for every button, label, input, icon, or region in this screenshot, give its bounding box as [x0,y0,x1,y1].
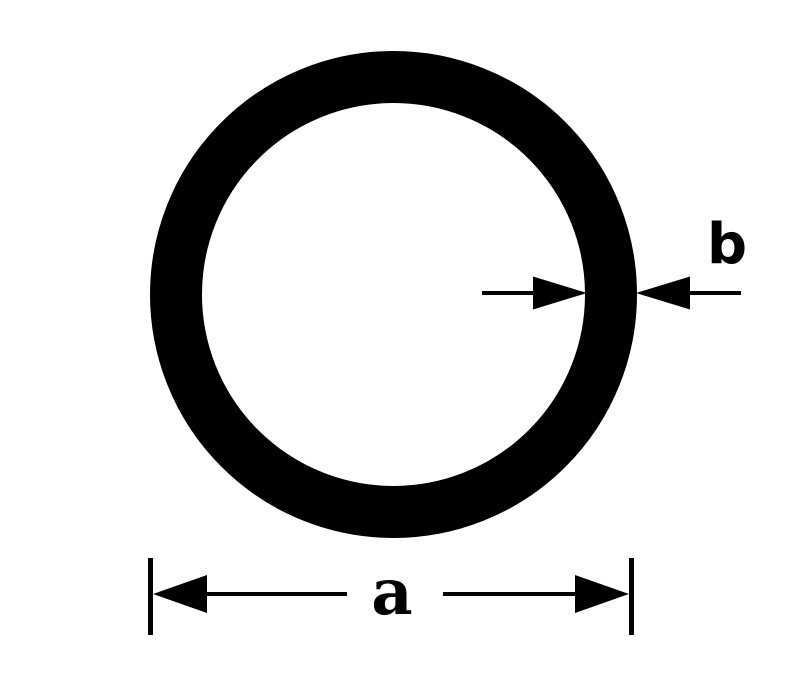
outer-diameter-dimension: a [148,555,634,635]
outer-diameter-right-arrowhead-icon [575,575,629,613]
wall-thickness-inner-arrowhead-icon [533,276,587,310]
wall-thickness-label: b [707,212,747,277]
wall-thickness-dimension: b [482,212,747,310]
tube-ring [150,51,637,538]
outer-diameter-label: a [371,555,412,630]
wall-thickness-outer-arrowhead-icon [636,276,690,310]
outer-diameter-left-arrowhead-icon [153,575,207,613]
